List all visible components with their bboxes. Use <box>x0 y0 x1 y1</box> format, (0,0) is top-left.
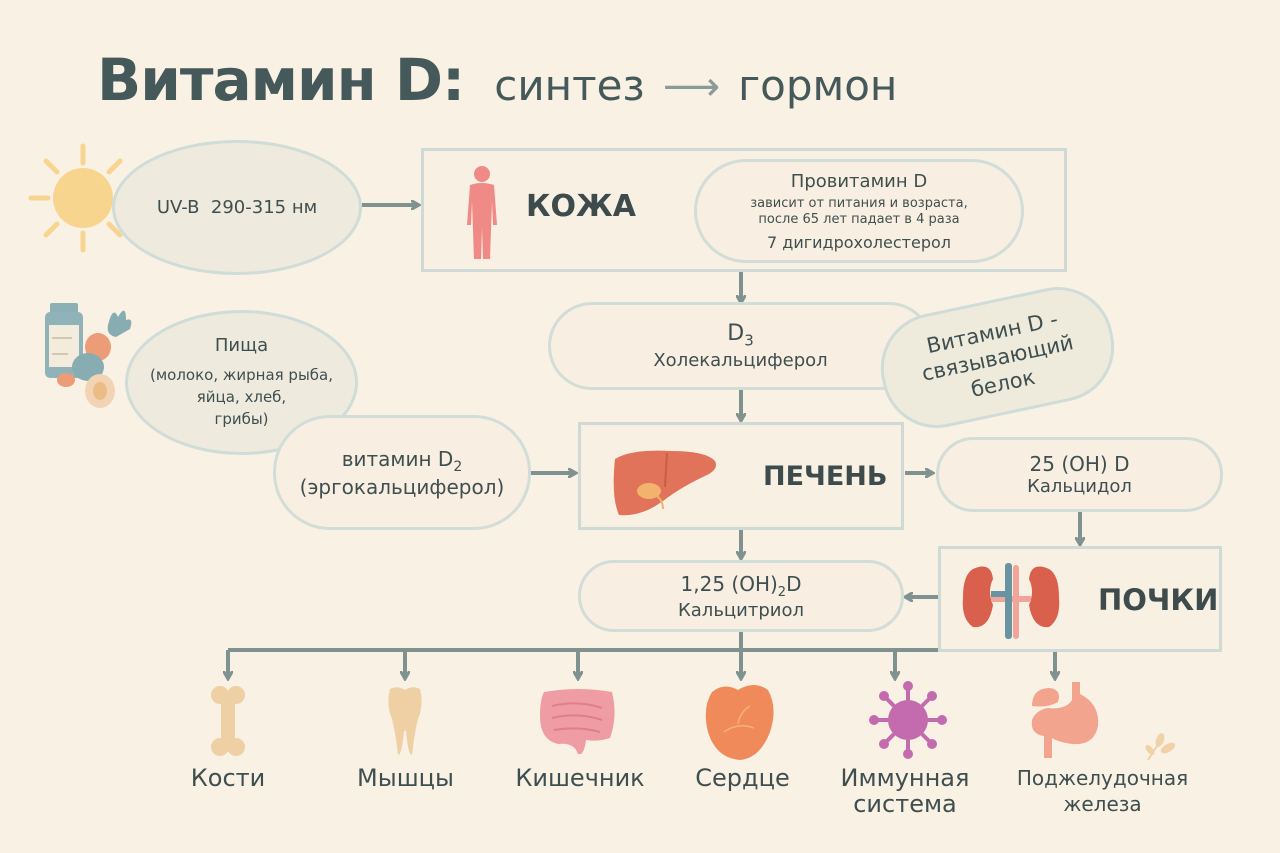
calcitriol-title: 1,25 (OH)2D <box>681 572 802 600</box>
sun-icon <box>28 143 138 253</box>
uvb-node: UV-B 290-315 нм <box>112 140 362 275</box>
food-line-2: яйца, хлеб, <box>196 388 287 406</box>
liver-box: ПЕЧЕНЬ <box>578 422 904 530</box>
heart-icon <box>705 685 774 760</box>
target-label-line-1: Иммунная <box>840 764 970 792</box>
provitamin-note-2: после 65 лет падает в 4 раза <box>758 211 960 227</box>
kidneys-box: ПОЧКИ <box>938 546 1222 652</box>
d2-subscript: 2 <box>453 458 463 475</box>
target-label-line-2: система <box>853 790 957 818</box>
intestine-icon <box>540 689 615 755</box>
title-hormone: гормон <box>738 61 898 110</box>
target-pancreas: Поджелудочная железа <box>1000 765 1205 817</box>
provitamin-note-1: зависит от питания и возраста, <box>750 195 968 211</box>
d3-name: Холекальциферол <box>653 349 828 371</box>
food-line-3: грибы) <box>214 410 269 428</box>
target-muscles: Мышцы <box>338 765 473 791</box>
calcidiol-node: 25 (OH) D Кальцидол <box>936 437 1223 512</box>
provitamin-d-node: Провитамин D зависит от питания и возрас… <box>694 159 1024 263</box>
food-line-1: (молоко, жирная рыба, <box>149 366 334 384</box>
human-body-icon <box>467 166 497 259</box>
d3-node: D3 Холекальциферол <box>548 302 933 390</box>
target-label-line-1: Поджелудочная <box>1016 766 1189 790</box>
calcitriol-title-pre: 1,25 (OH) <box>680 571 778 596</box>
uvb-label: UV-B 290-315 нм <box>156 197 318 218</box>
calcitriol-subscript: 2 <box>777 584 787 600</box>
skin-box: КОЖА Провитамин D зависит от питания и в… <box>421 148 1067 272</box>
target-label: Мышцы <box>357 764 454 792</box>
bone-icon <box>211 686 245 756</box>
target-immune-system: Иммунная система <box>835 765 975 817</box>
target-label: Кости <box>190 764 266 792</box>
page-title: Витамин D: синтез ⟶ гормон <box>97 46 897 114</box>
virus-icon <box>869 681 947 759</box>
stomach-icon <box>1031 682 1099 758</box>
target-label: Кишечник <box>515 764 645 792</box>
food-title: Пища <box>214 335 269 356</box>
title-synthesis: синтез <box>494 61 645 110</box>
liver-label: ПЕЧЕНЬ <box>763 461 888 492</box>
provitamin-compound: 7 дигидрохолестерол <box>767 232 951 252</box>
d2-title: витамин D2 <box>342 447 463 475</box>
title-arrow: ⟶ <box>662 64 721 110</box>
d2-symbol: витамин D <box>341 446 454 471</box>
tooth-icon <box>388 687 422 755</box>
calcidiol-name: Кальцидол <box>1027 476 1132 497</box>
food-icon <box>45 303 132 408</box>
target-intestine: Кишечник <box>495 765 665 791</box>
kidneys-icon <box>962 563 1060 639</box>
liver-icon <box>613 450 716 516</box>
d3-symbol: D <box>727 321 745 347</box>
calcitriol-title-post: D <box>786 571 802 596</box>
d2-node: витамин D2 (эргокальциферол) <box>273 415 531 530</box>
kidneys-label: ПОЧКИ <box>1098 583 1219 617</box>
d2-name: (эргокальциферол) <box>299 474 505 499</box>
skin-label: КОЖА <box>526 189 636 224</box>
d3-title: D3 <box>727 321 754 349</box>
d3-subscript: 3 <box>744 331 754 350</box>
target-heart: Сердце <box>675 765 810 791</box>
target-label-line-2: железа <box>1063 792 1142 816</box>
title-main: Витамин D: <box>97 46 465 114</box>
calcitriol-node: 1,25 (OH)2D Кальцитриол <box>578 560 904 632</box>
target-bones: Кости <box>168 765 288 791</box>
calcidiol-title: 25 (OH) D <box>1029 452 1130 476</box>
target-label: Сердце <box>695 764 790 792</box>
calcitriol-name: Кальцитриол <box>678 599 804 621</box>
provitamin-title: Провитамин D <box>790 170 928 192</box>
sprig-icon <box>1145 733 1176 761</box>
